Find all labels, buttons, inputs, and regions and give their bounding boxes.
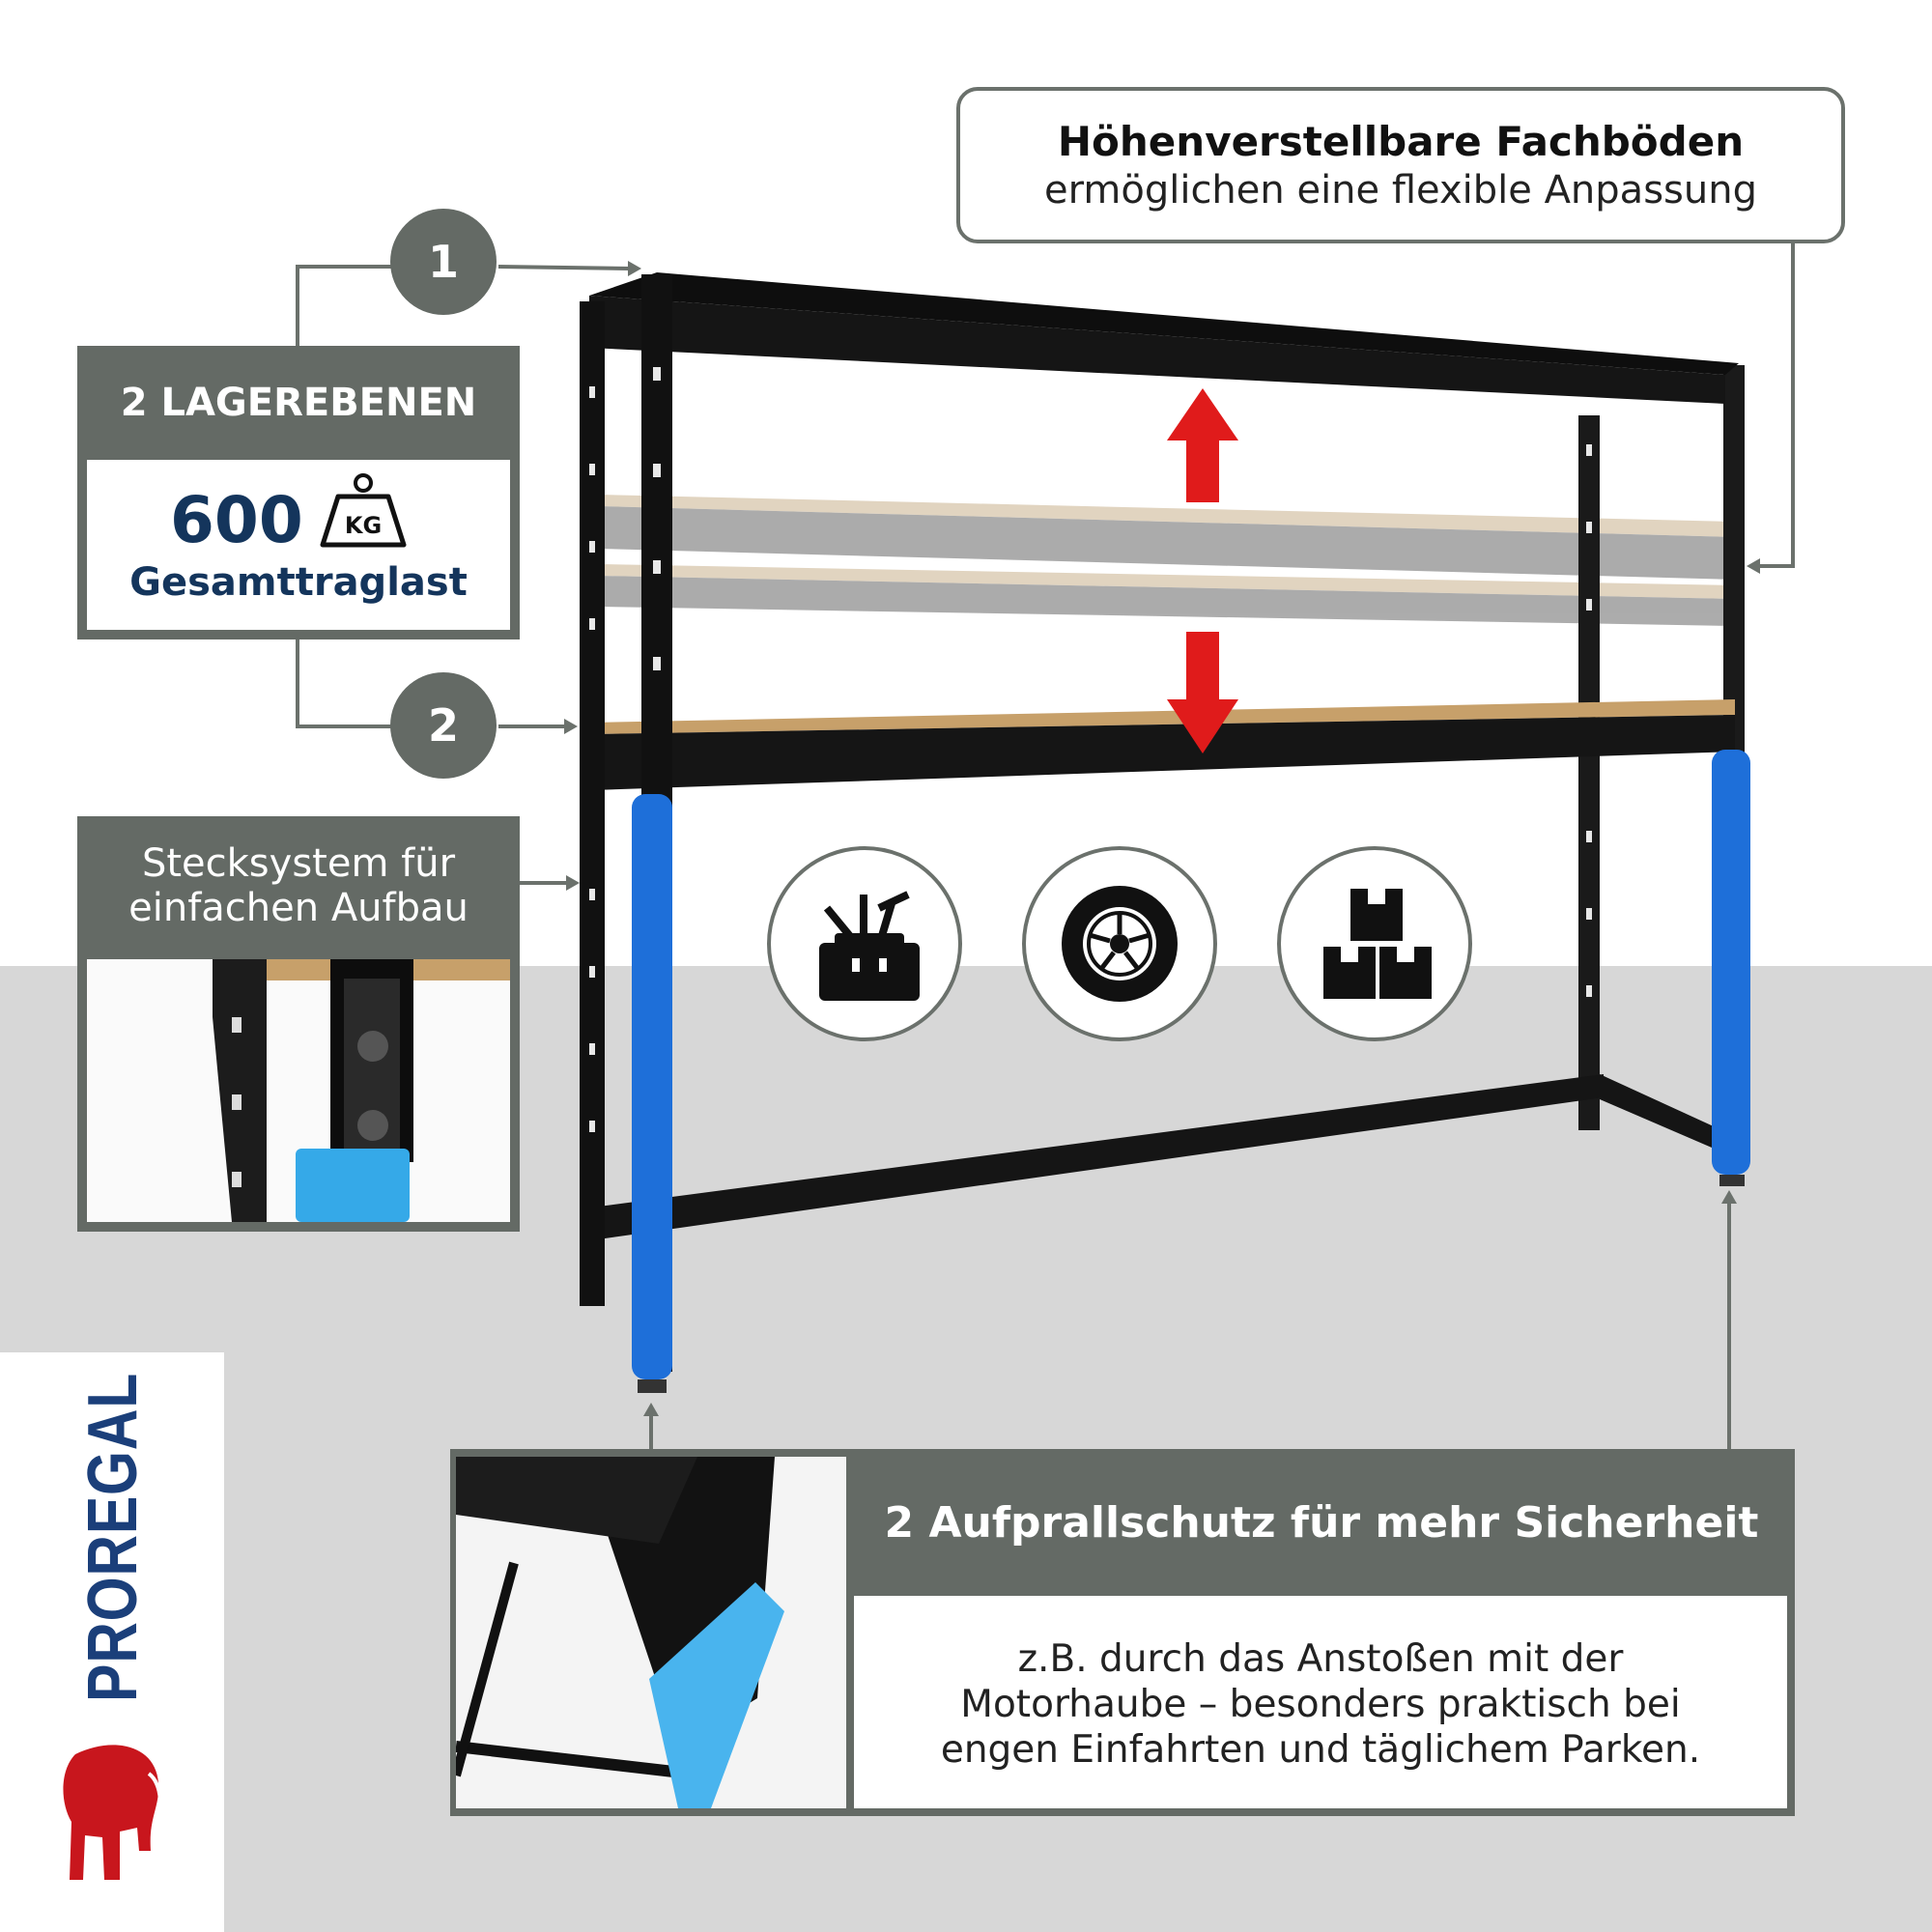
adjustable-shelves-callout: Höhenverstellbare Fachböden ermöglichen … [956,87,1845,243]
badge-level-1: 1 [390,209,497,315]
weight-icon: KG [320,473,407,548]
toolbox-icon [819,891,920,1001]
assembly-detail-photo [87,959,510,1222]
bumper-detail-photo [456,1457,846,1808]
tire-icon [1062,886,1178,1002]
load-capacity-panel: 600 KG Gesamttraglast [87,460,510,630]
callout-subtitle: ermöglichen eine flexible Anpassung [1044,168,1757,213]
assembly-title-line2: einfachen Aufbau [128,886,469,930]
load-capacity-label: Gesamttraglast [129,560,468,605]
connector-lines [296,243,1795,1449]
description-line2: Motorhaube – besonders praktisch bei [960,1683,1681,1726]
description-line1: z.B. durch das Anstoßen mit der [1017,1637,1624,1681]
tire-icon-circle [1022,846,1217,1041]
impact-protection-box: 2 Aufprallschutz für mehr Sicherheit z.B… [450,1449,1795,1816]
brand-wordmark: PROREGAL [74,1372,152,1702]
boxes-icon [1323,889,1432,999]
callout-title: Höhenverstellbare Fachböden [1057,118,1745,165]
assembly-title-line1: Stecksystem für [141,841,456,886]
ghost-shelves [599,495,1735,626]
connector-arrowheads [564,261,1760,1416]
weight-unit: KG [345,512,382,539]
description-line3: engen Einfahrten und täglichem Parken. [940,1728,1701,1772]
storage-levels-title: 2 LAGEREBENEN [120,381,477,425]
boxes-icon-circle [1277,846,1472,1041]
storage-levels-box: 2 LAGEREBENEN 600 KG Gesamttraglast [77,346,520,639]
toolbox-icon-circle [767,846,962,1041]
impact-protection-title: 2 Aufprallschutz für mehr Sicherheit [884,1498,1759,1548]
assembly-system-box: Stecksystem für einfachen Aufbau [77,816,520,1232]
impact-protection-description: z.B. durch das Anstoßen mit der Motorhau… [854,1596,1787,1808]
badge-level-2: 2 [390,672,497,779]
elephant-logo [63,1745,162,1880]
height-adjust-arrow [1167,388,1238,753]
bumper-right [1712,750,1750,1175]
load-capacity-value: 600 [170,483,303,557]
bumper-left [632,794,672,1379]
